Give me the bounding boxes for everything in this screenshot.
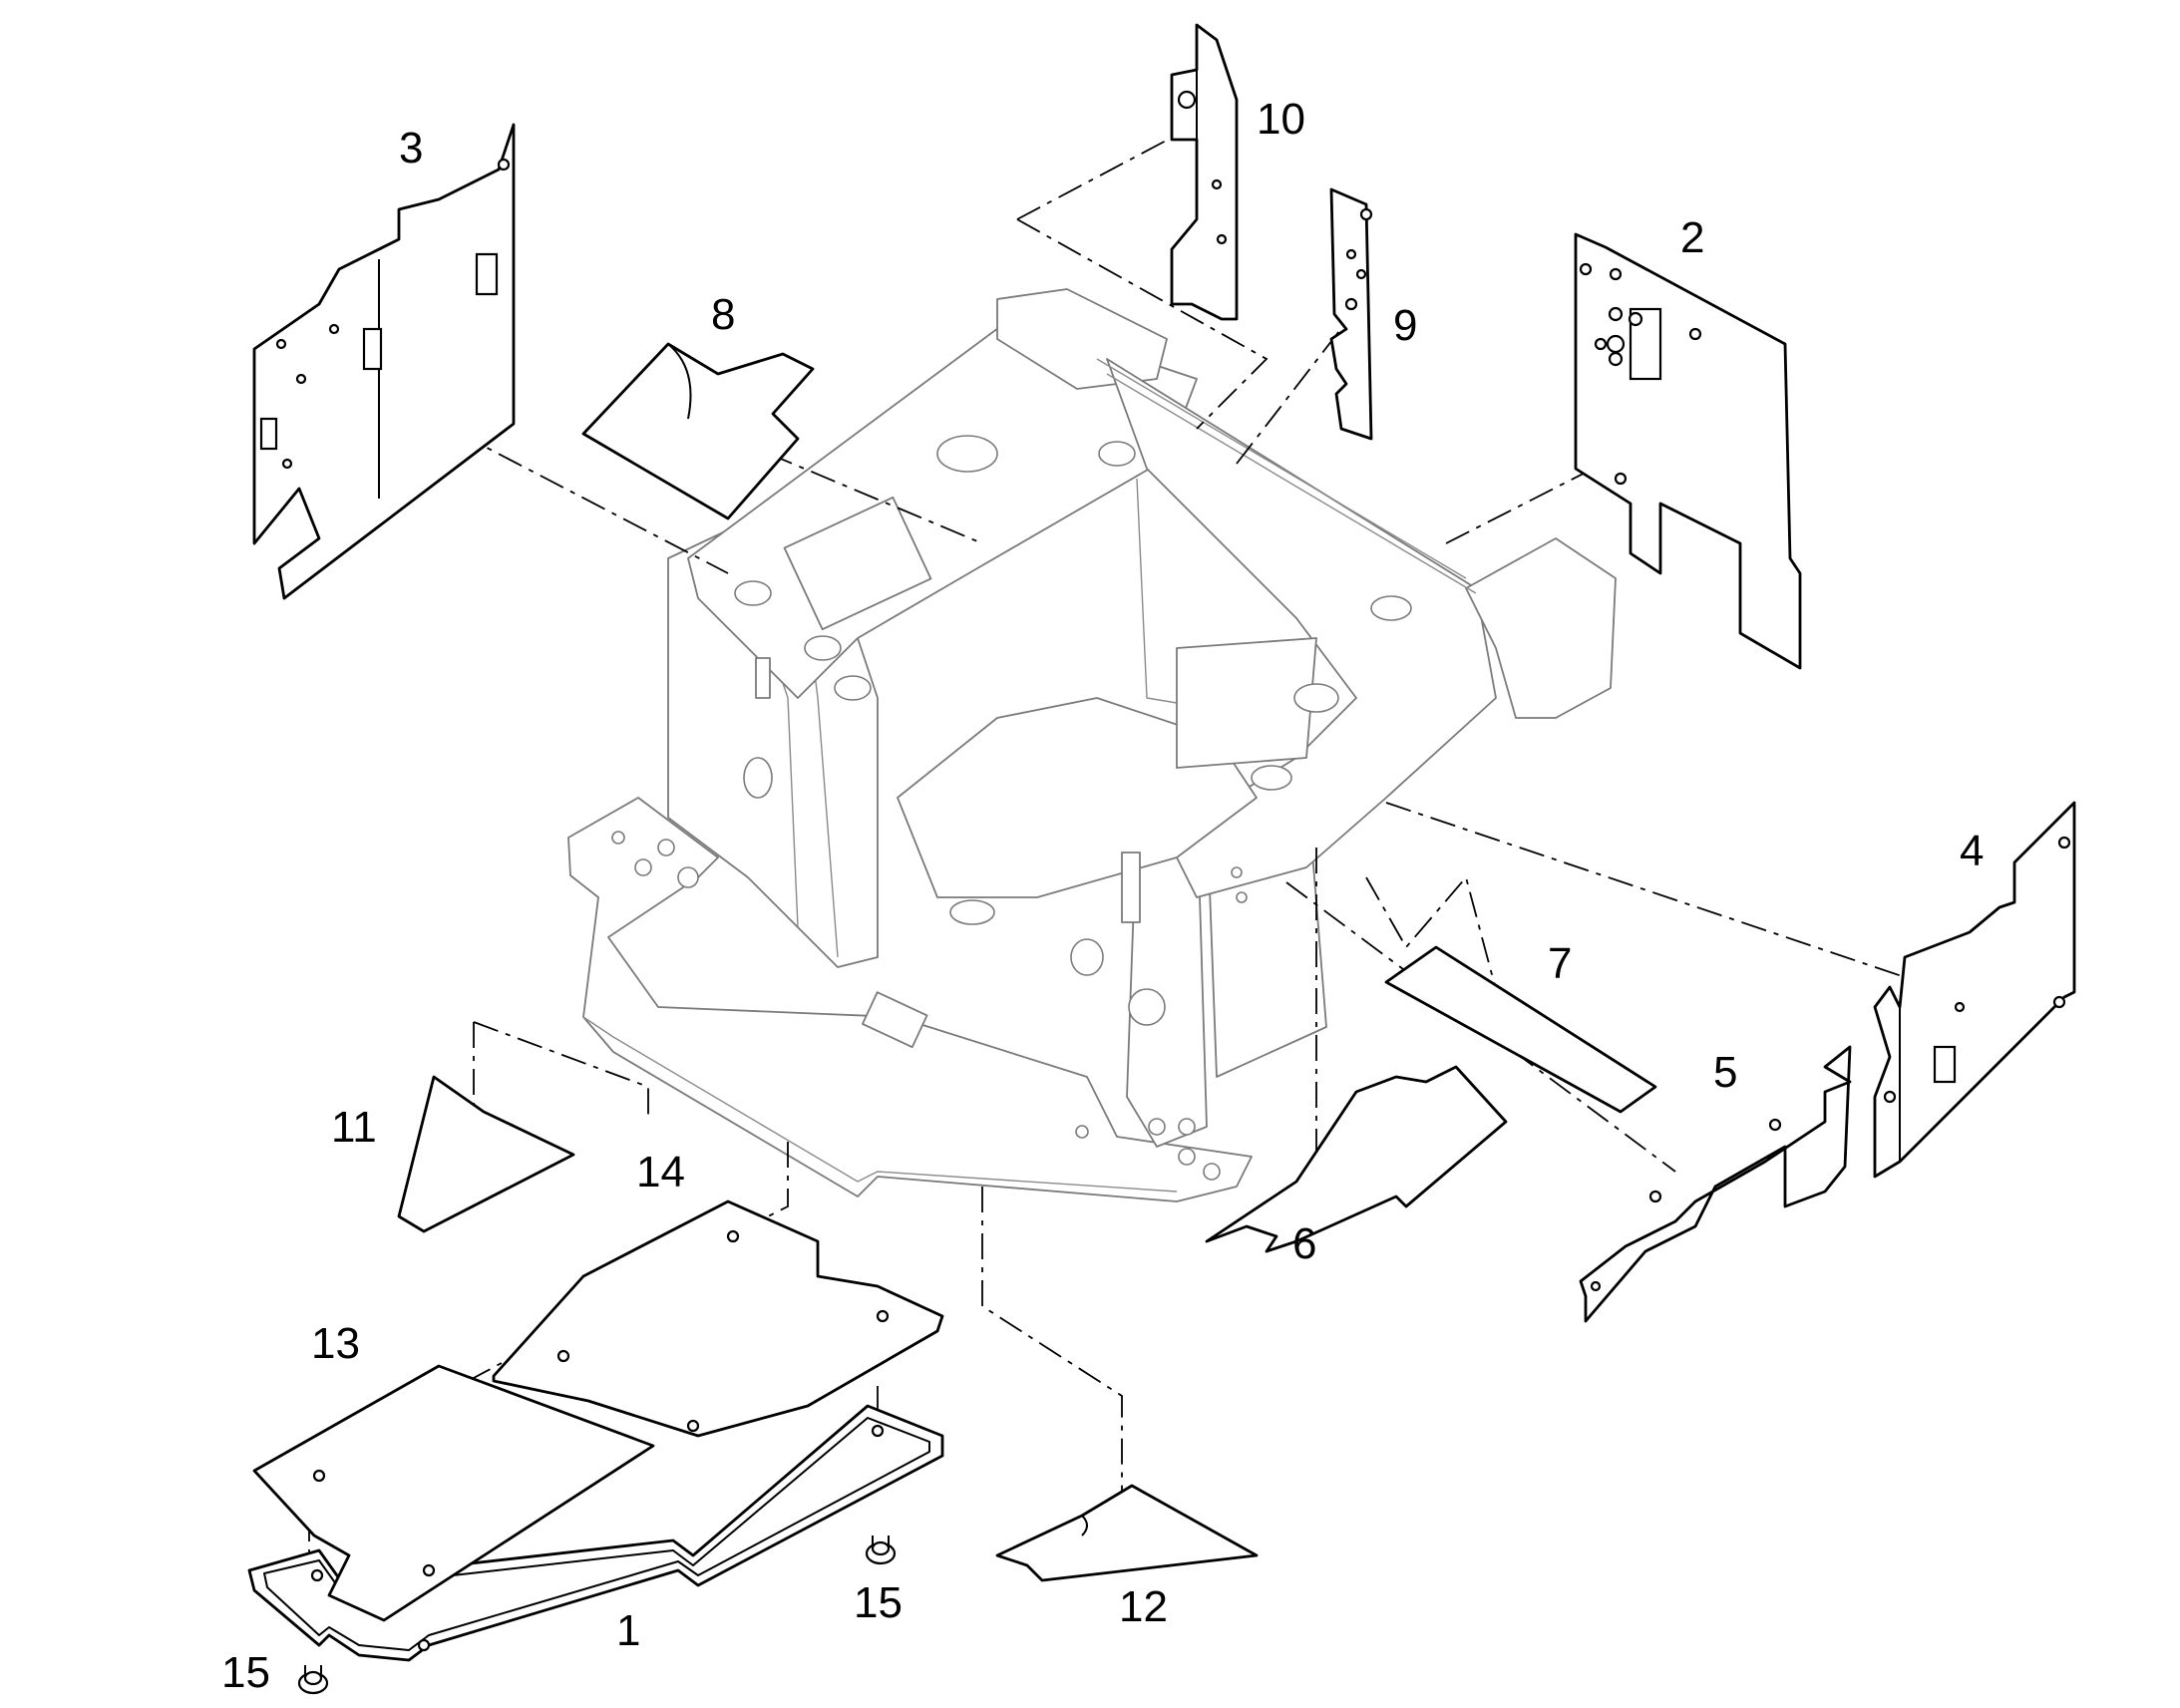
callout-labels: 1 2 3 4 5 6 7 8 9 10 11 12 13 14 15 15 (221, 95, 1984, 1697)
part-3-side-panel (252, 123, 516, 600)
part-14-floor-panel (492, 1199, 944, 1438)
part-8-trim-plate (581, 342, 815, 520)
callout-13: 13 (311, 1319, 360, 1368)
callout-8: 8 (711, 290, 735, 339)
callout-7: 7 (1548, 939, 1572, 988)
callout-6: 6 (1292, 1219, 1316, 1268)
part-5-lower-panel (1579, 1045, 1852, 1323)
part-11-cover (397, 1075, 575, 1233)
part-13-floor-panel (252, 1364, 655, 1622)
callout-14: 14 (636, 1148, 685, 1196)
callout-3: 3 (399, 124, 423, 172)
part-6-panel (1205, 1065, 1508, 1253)
callout-4: 4 (1960, 827, 1984, 875)
part-15-bolt-right (865, 1536, 897, 1565)
callout-12: 12 (1119, 1582, 1168, 1631)
cab-frame (567, 288, 1617, 1202)
part-15-bolt-left (297, 1665, 329, 1695)
part-12-cover (995, 1484, 1259, 1582)
part-10-bracket (1170, 23, 1239, 321)
callout-10: 10 (1257, 95, 1305, 144)
callout-15-left: 15 (221, 1648, 270, 1697)
callout-5: 5 (1713, 1048, 1737, 1097)
callout-2: 2 (1680, 213, 1704, 262)
callout-1: 1 (616, 1606, 640, 1655)
callout-15-right: 15 (854, 1578, 903, 1627)
part-7-strip (1384, 945, 1657, 1114)
part-2-rear-panel (1574, 232, 1802, 670)
part-9-strip (1329, 187, 1373, 441)
callout-9: 9 (1393, 301, 1417, 350)
callout-11: 11 (331, 1103, 377, 1152)
part-4-side-panel (1873, 801, 2076, 1179)
